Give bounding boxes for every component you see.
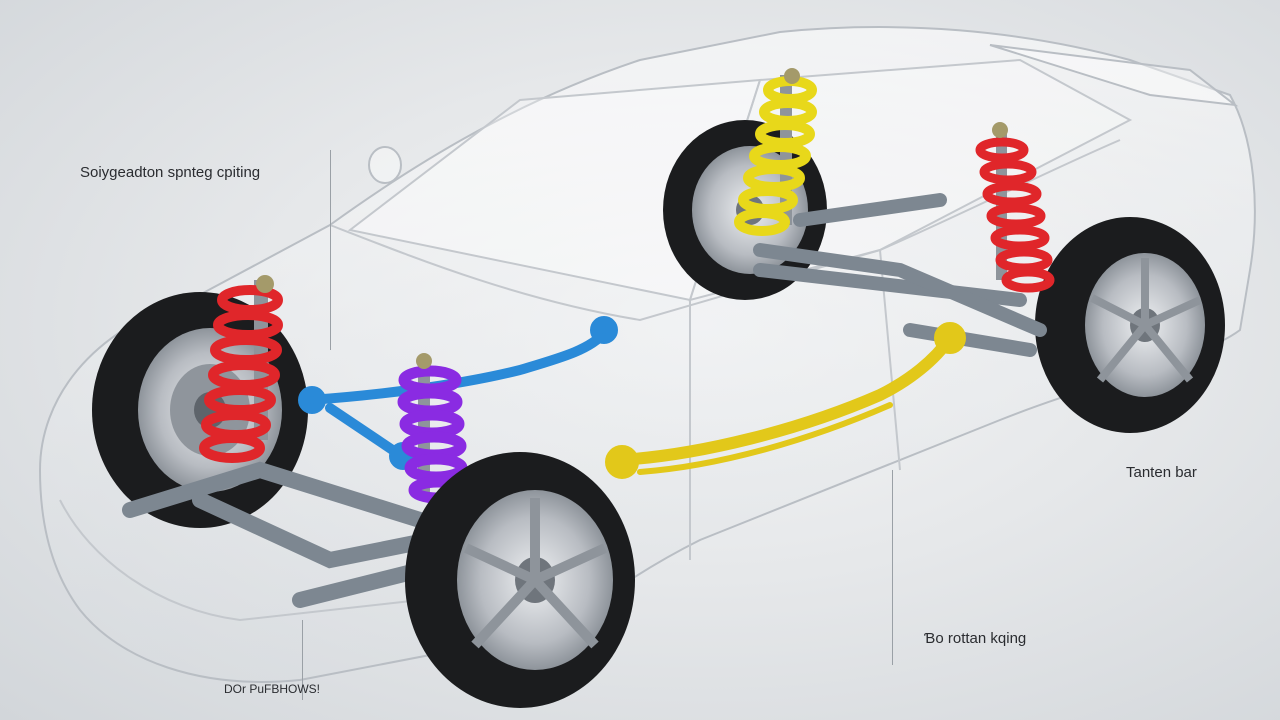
rear-right-coil-spring [975,122,1055,293]
front-right-wheel [405,452,635,708]
leader-line-bottom-right [892,470,893,665]
rear-right-wheel [1035,217,1225,433]
rear-left-coil-spring [734,68,817,236]
front-right-coil-spring [397,353,468,504]
label-top-left: Soiygeadton spnteg cpiting [80,164,261,181]
front-left-coil-spring [199,275,283,463]
rear-suspension-arms [753,193,1047,357]
leader-line-bottom [302,620,303,700]
label-bottom: DOr PuFBHOWS! [224,682,321,696]
label-bottom-right: Ɓo rottan kqing [924,630,1027,647]
label-right: Tanten bar [1126,464,1197,481]
front-suspension-arms [122,461,438,608]
leader-line-top-left [330,150,331,350]
car-body [38,26,1256,683]
leaf-spring [605,322,966,479]
